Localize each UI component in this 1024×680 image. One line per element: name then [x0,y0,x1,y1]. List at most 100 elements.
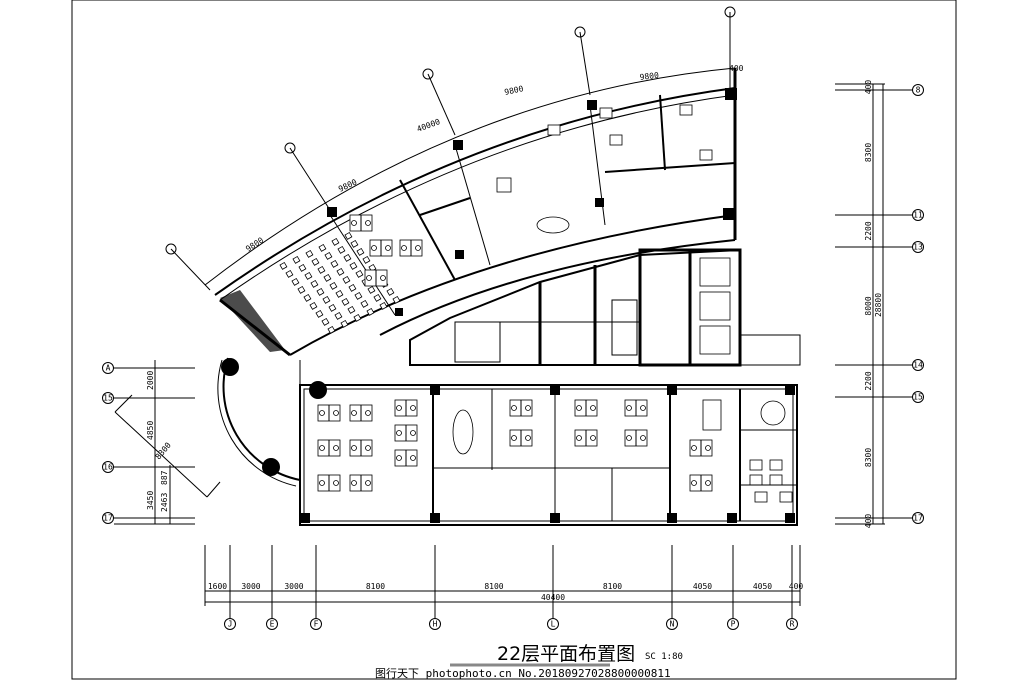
furniture-item [769,459,783,471]
auditorium-seat [330,259,339,268]
auditorium-seat [329,281,338,290]
chair [410,455,416,461]
auditorium-seat [303,293,312,302]
grid-axis-bubble [102,512,114,524]
building-core [409,248,801,367]
grid-axis-label: 16 [103,463,113,472]
grid-axis-label: P [731,620,736,629]
grid-axis-bubble [547,618,559,630]
arc-dim-total: 40000 [416,117,442,134]
grid-axis-label: 11 [913,211,923,220]
grid-axis-label: F [314,620,319,629]
auditorium-seat [327,325,336,334]
right-dim-label: 8300 [864,143,873,162]
grid-axis-bubble [912,84,924,96]
auditorium-seat [285,269,294,278]
auditorium-seat [322,295,331,304]
grid-axis-label: 8 [916,86,921,95]
chair [365,220,371,226]
furniture-item [599,107,613,119]
grid-axis-bubble [727,618,739,630]
chair [365,410,371,416]
chair [590,405,596,411]
auditorium-seat [386,287,395,296]
chair [319,445,325,451]
bottom-dim-label: 8100 [484,582,503,591]
left-dim-label: 2463 [160,493,169,512]
right-dim-total: 28800 [874,293,883,317]
grid-axis-bubble [912,512,924,524]
furniture-item [496,177,512,193]
drawing-frame [71,0,957,680]
auditorium-seat [341,297,350,306]
auditorium-seat [291,277,300,286]
chair [691,480,697,486]
right-dim-label: 2200 [864,221,873,240]
meeting-table [702,399,722,431]
grid-axis-bubble [310,618,322,630]
grid-axis-label: 17 [103,514,113,523]
auditorium-seat [305,249,314,258]
bottom-dim-label: 1600 [208,582,227,591]
chair [410,430,416,436]
left-dim-label: 887 [160,470,169,485]
inner-corridor-wall [289,214,736,356]
chair [640,435,646,441]
chair [333,480,339,486]
chair [366,275,372,281]
chair [576,435,582,441]
auditorium-seat [304,271,313,280]
furniture-item [779,491,793,503]
arc-dim-label: 9800 [639,71,659,82]
chair [410,405,416,411]
chair [365,480,371,486]
elevator [699,291,731,321]
chair [626,405,632,411]
radius-label: 8300 [154,441,173,462]
grid-axis-bubble [102,362,114,374]
right-dimension-chain: 4008300220080002200830040028800811131415… [835,80,924,528]
grid-axis-label: 15 [913,393,923,402]
auditorium-seat [354,291,363,300]
bottom-dim-label: 4050 [753,582,772,591]
lower-office-wing [299,384,798,526]
auditorium-seat [311,257,320,266]
left-dim-label: 3450 [146,491,155,510]
auditorium-seat [335,289,344,298]
bottom-dim-label: 400 [789,582,804,591]
furniture-item [547,124,561,136]
chair [365,445,371,451]
furniture-item [749,459,763,471]
office-furniture [317,104,793,503]
chair [705,445,711,451]
drawing-scale: SC 1:80 [645,652,683,662]
furniture-item [609,134,623,146]
grid-axis-label: E [270,620,275,629]
arc-dimensions: 9800 9800 40000 9800 9800 400 [165,6,744,291]
chair [525,435,531,441]
auditorium-seat [349,261,358,270]
chair [396,455,402,461]
arc-dim-label: 9800 [504,84,525,97]
chair [590,435,596,441]
elevator [699,325,731,355]
meeting-table [452,409,474,455]
right-dim-label: 2200 [864,371,873,390]
auditorium-seat [367,285,376,294]
chair [525,405,531,411]
chair [576,405,582,411]
grid-axis-bubble [912,209,924,221]
chair [351,220,357,226]
left-dim-label: 4850 [146,421,155,440]
grid-axis-bubble [786,618,798,630]
chair [511,405,517,411]
auditorium-seat [356,247,365,256]
stair [454,321,501,363]
reception-lobby [217,357,327,487]
bottom-dim-label: 3000 [284,582,303,591]
auditorium-seat [309,301,318,310]
auditorium-seat [292,255,301,264]
arc-dim-label: 400 [729,64,744,73]
auditorium-seat [334,311,343,320]
auditorium-seat [324,251,333,260]
